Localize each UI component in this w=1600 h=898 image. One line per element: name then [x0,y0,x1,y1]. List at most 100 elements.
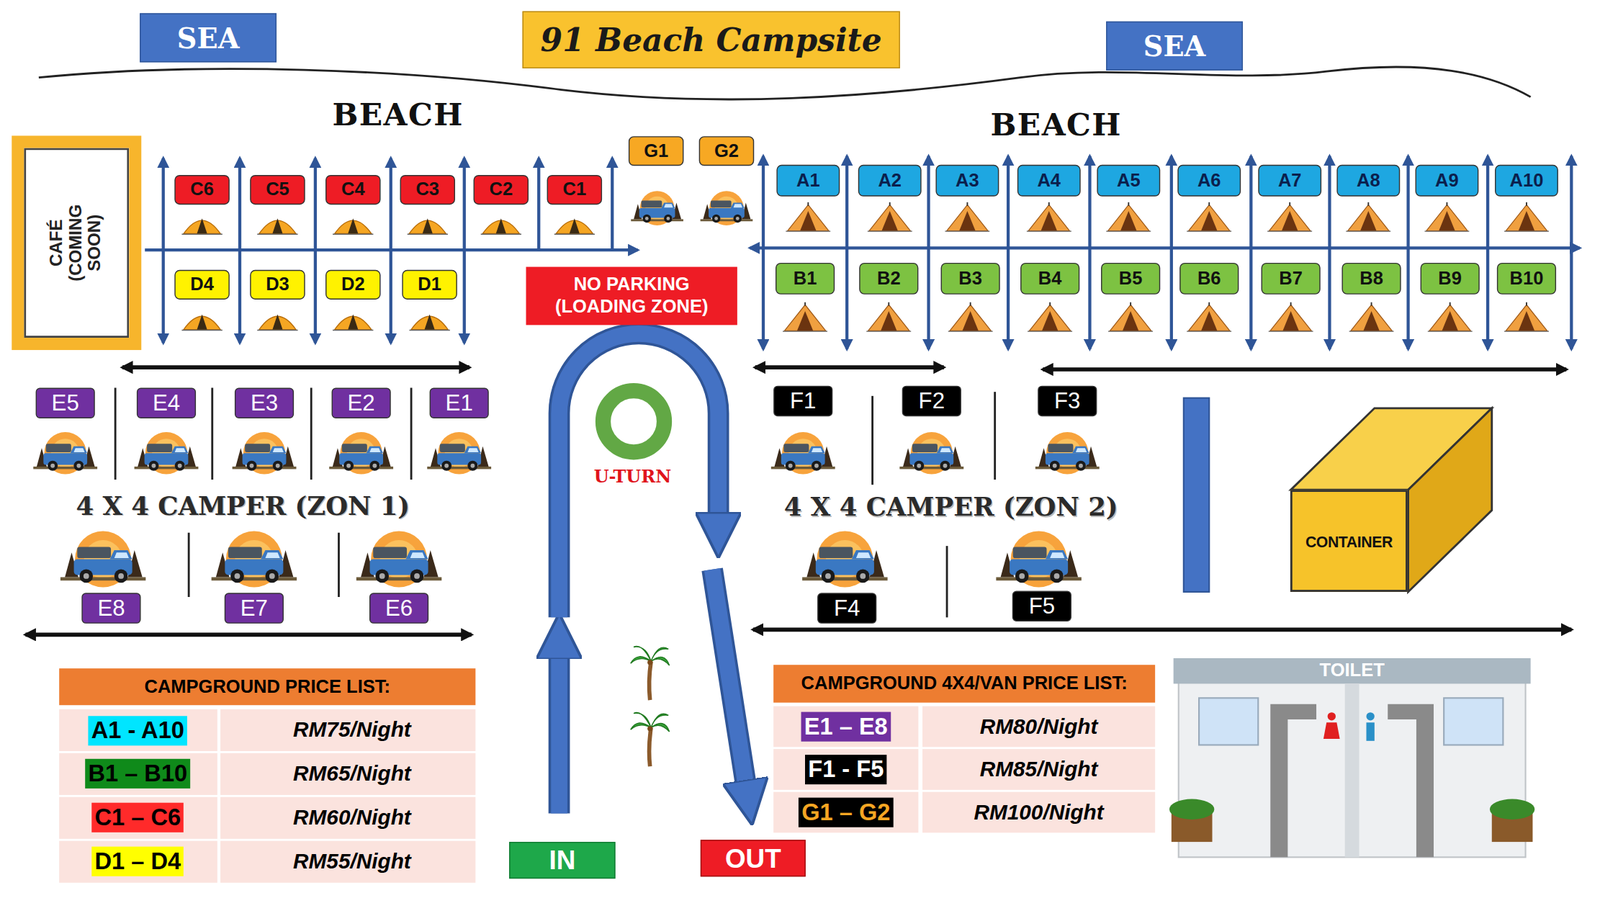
pitch-label: C3 [399,174,456,205]
table-cell: C1 – C6 [91,802,184,833]
node-text: B5 [1118,267,1143,290]
node-text: E2 [347,389,376,417]
node-text: C1 [563,179,587,201]
node-text: A9 [1435,169,1459,192]
node-text: B8 [1359,267,1384,290]
node-text: B3 [958,267,983,290]
pitch-label: D4 [174,270,230,300]
pitch-label: A1 [776,164,840,197]
node-text: E1 [445,389,474,417]
pitch-label: B4 [1020,262,1080,295]
node-text: CAMPGROUND PRICE LIST: [144,676,391,698]
entrance-sign: IN [509,841,615,879]
node-text: A7 [1278,169,1302,192]
pitch-label: A4 [1017,164,1081,197]
table-cell: RM80/Night [980,714,1099,739]
pitch-label: E5 [36,387,96,419]
node-text: CAFÉ (COMING SOON) [48,194,106,292]
zone-arrows [25,367,1572,635]
node-text: C6 [190,179,214,201]
no-parking-sign: NO PARKING (LOADING ZONE) [526,267,738,326]
table-cell: E1 – E8 [801,712,891,742]
node-text: C2 [488,179,513,201]
node-text: D1 [417,273,442,296]
node-text: C4 [341,179,366,201]
pitch-label: A9 [1415,164,1480,197]
pitch-label: B2 [859,262,919,295]
node-text: A5 [1116,169,1141,192]
table-header: CAMPGROUND 4X4/VAN PRICE LIST: [773,664,1155,703]
pitch-label: E3 [234,387,294,419]
pitch-label: D2 [325,270,381,300]
table-cell: RM75/Night [293,717,412,742]
table-header: CAMPGROUND PRICE LIST: [59,668,476,705]
exit-sign: OUT [700,839,806,877]
pitch-label: C5 [249,174,306,205]
pitch-label: A5 [1096,164,1161,197]
sign-text: TOILET [1319,659,1385,682]
node-text: E7 [240,594,268,622]
area-label: BEACH [990,106,1122,143]
pitch-label: D1 [401,270,458,300]
node-text: E6 [385,594,413,622]
node-text: E3 [250,389,278,417]
node-text: B10 [1509,267,1544,290]
node-text: E8 [97,594,125,622]
table-cell: RM85/Night [980,756,1099,782]
cafe-building: CAFÉ (COMING SOON) [11,135,142,350]
node-text: B7 [1278,267,1303,290]
node-text: B4 [1038,267,1063,290]
node-text: F3 [1054,387,1081,415]
container-box: CONTAINER [1290,489,1408,592]
node-text: OUT [725,842,782,875]
node-text: B2 [877,267,901,290]
zone-label: 4 X 4 CAMPER (ZON 2) [784,492,1119,523]
table-cell: A1 - A10 [87,715,188,746]
pitch-label: A6 [1177,164,1241,197]
node-text: CONTAINER [1305,532,1393,550]
node-text: CAMPGROUND 4X4/VAN PRICE LIST: [801,673,1128,695]
node-text: SEA [1143,30,1206,62]
pitch-label: E4 [136,387,196,419]
node-text: G2 [714,140,739,163]
table-cell: B1 – B10 [84,758,191,789]
node-text: A3 [955,169,980,192]
node-text: A8 [1356,169,1381,192]
node-text: A4 [1036,169,1061,192]
node-text: F5 [1028,592,1055,620]
node-text: D4 [190,273,214,296]
pitch-label: E2 [331,387,391,419]
tents [181,202,1549,332]
table-cell: D1 – D4 [91,846,184,877]
node-text: F4 [833,594,860,622]
price-table-cells [59,706,1155,883]
pitch-label: C1 [547,174,603,205]
node-text: D3 [265,273,290,296]
u-turn-road [559,333,749,813]
sea-label: SEA [1106,21,1243,71]
pitch-label: B6 [1179,262,1239,295]
shoreline [38,66,1531,100]
pitch-label: C2 [473,174,530,205]
node-text: C5 [265,179,290,201]
pitch-label: A3 [935,164,999,197]
pitch-label: C4 [325,174,381,205]
pitch-label: A7 [1257,164,1322,197]
pitch-label: F2 [902,385,962,417]
pitch-label: E1 [429,387,489,419]
zone-label: 4 X 4 CAMPER (ZON 1) [75,491,410,521]
title: 91 Beach Campsite [522,11,901,69]
node-text: E5 [51,389,80,417]
pitch-label: B1 [775,262,835,295]
pitch-label: G2 [699,136,755,166]
pitch-label: B10 [1497,262,1557,295]
table-cell: RM65/Night [293,761,412,786]
pitch-label: E8 [81,592,141,624]
node-text: A6 [1197,169,1222,192]
pitch-label: B5 [1100,262,1161,295]
pitch-label: G1 [628,136,685,166]
pitch-label: B3 [941,262,1001,295]
node-text: F1 [789,387,816,415]
table-cell: RM60/Night [293,805,412,830]
